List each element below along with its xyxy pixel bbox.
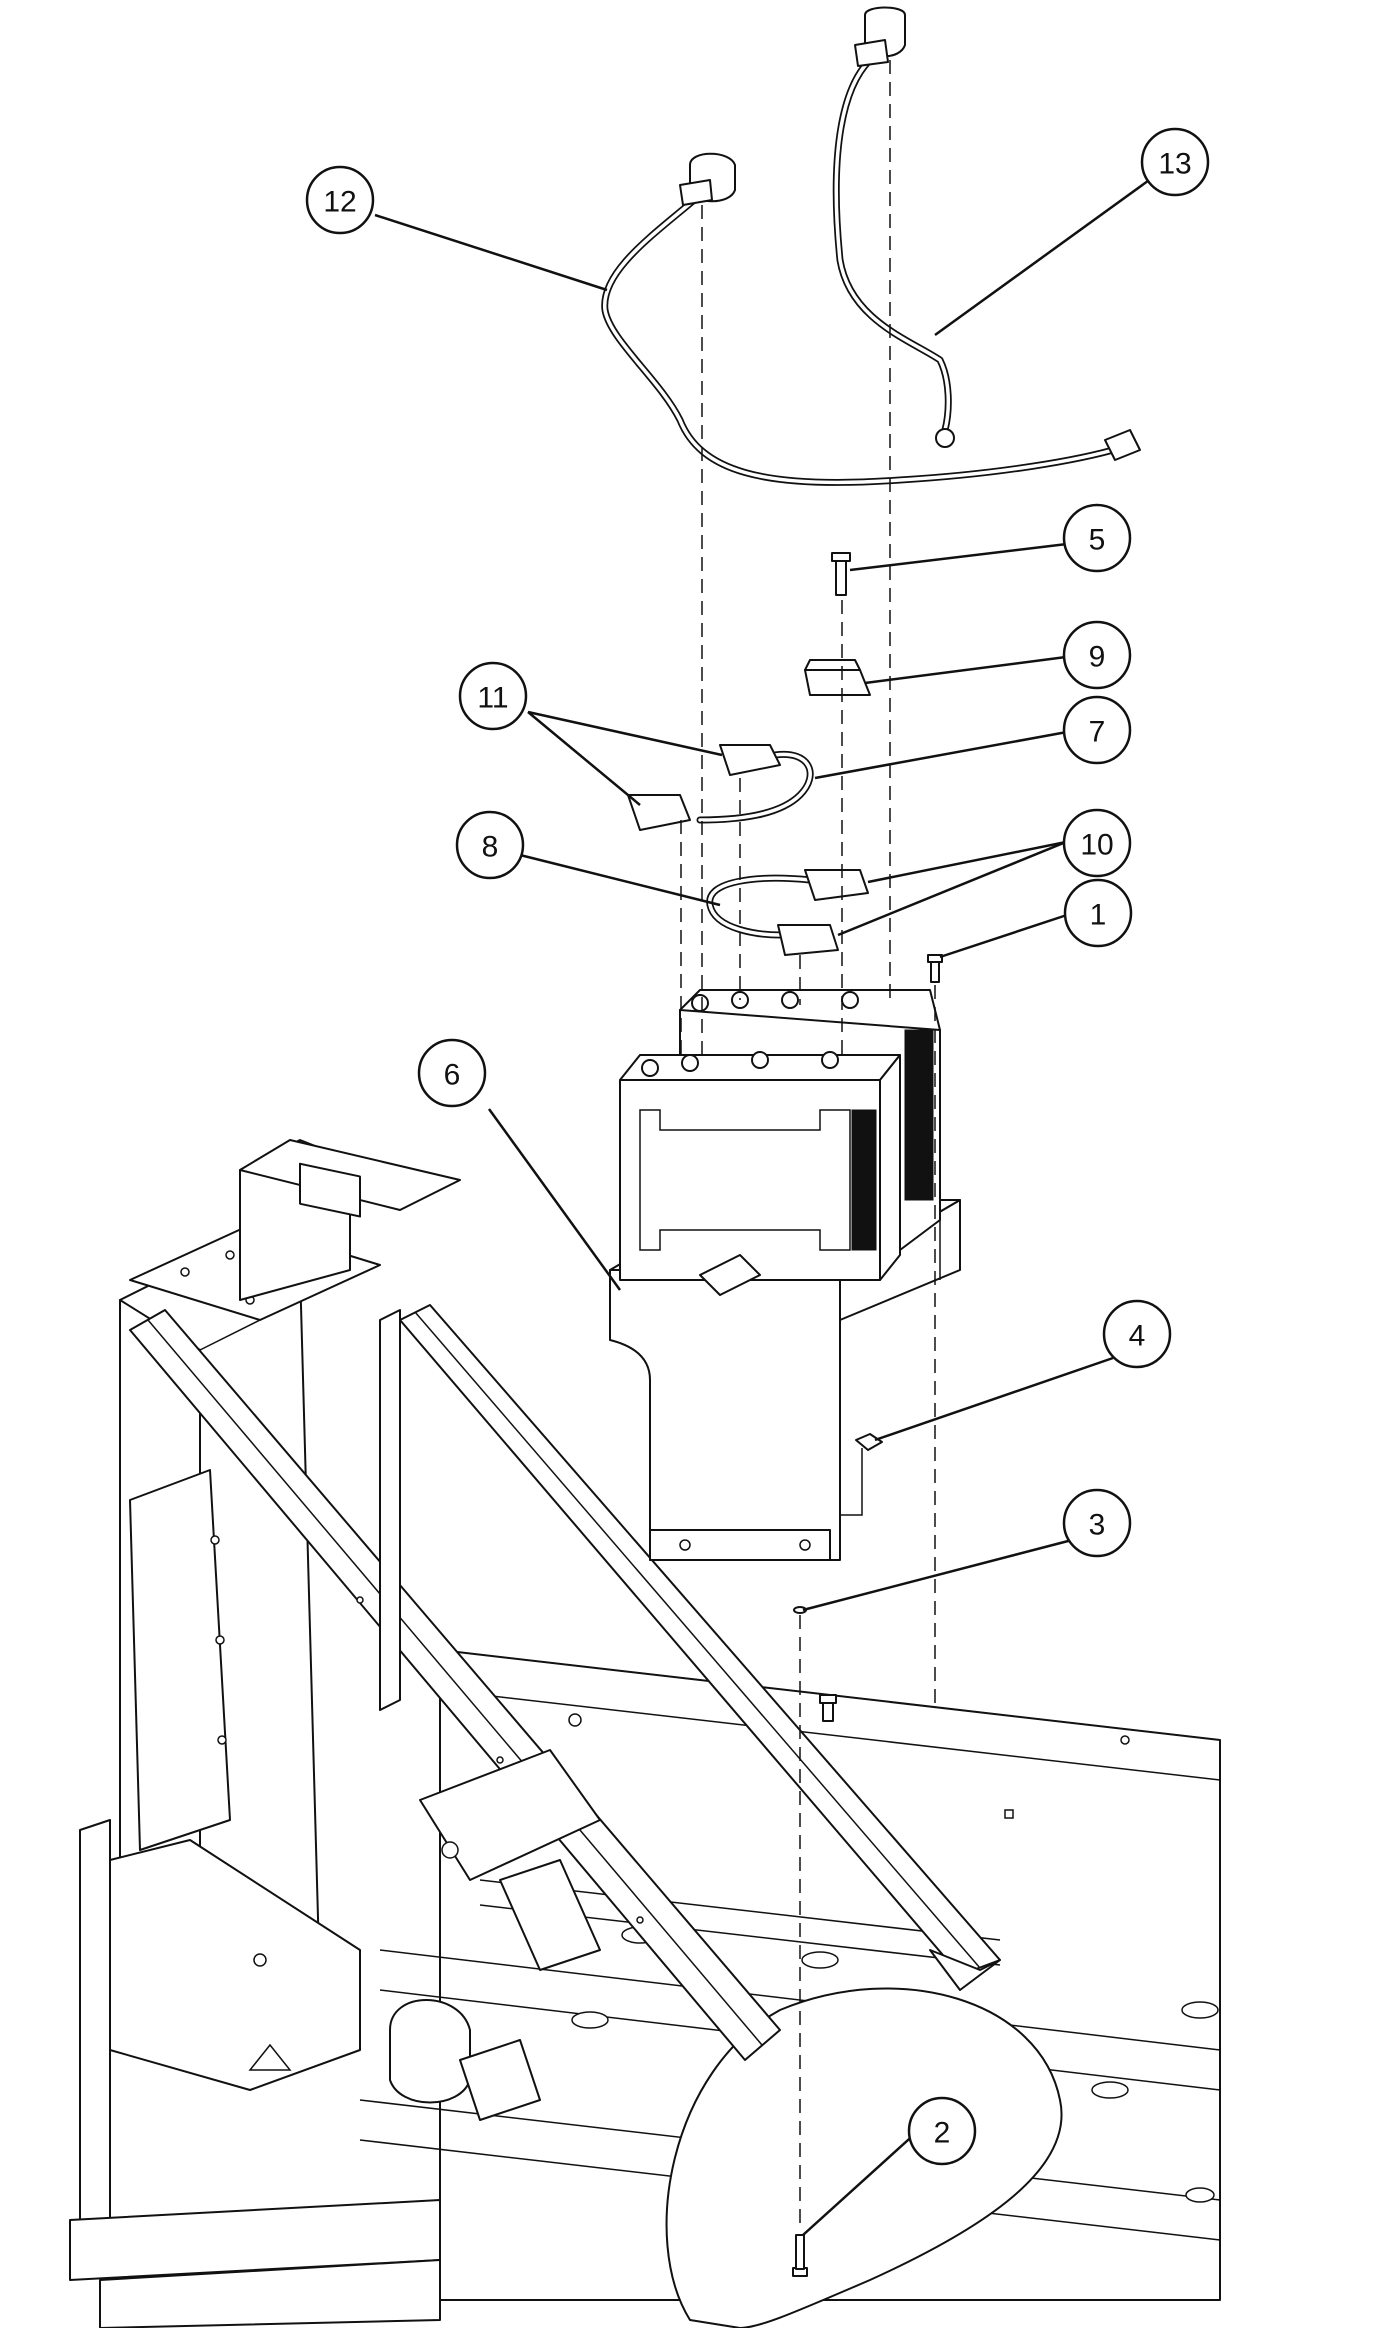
callout-label: 12 xyxy=(323,186,356,219)
jumper-cable-part-7 xyxy=(627,744,814,831)
battery-pair xyxy=(619,989,941,1296)
callout-7: 7 xyxy=(1062,695,1132,765)
leader-lines xyxy=(374,176,1153,2236)
jumper-cable-part-8 xyxy=(706,869,869,956)
callout-5: 5 xyxy=(1062,503,1132,573)
callout-label: 8 xyxy=(482,831,499,864)
callout-1: 1 xyxy=(1063,878,1133,948)
clamp-part-9 xyxy=(804,659,871,696)
callout-13: 13 xyxy=(1140,127,1210,197)
callout-label: 6 xyxy=(444,1059,461,1092)
callout-9: 9 xyxy=(1062,620,1132,690)
callout-label: 7 xyxy=(1089,716,1106,749)
callout-label: 13 xyxy=(1158,148,1191,181)
nut-part-4 xyxy=(855,1433,883,1451)
callout-6: 6 xyxy=(417,1038,487,1108)
bolt-part-5 xyxy=(831,552,851,596)
alignment-lines xyxy=(680,60,936,2230)
callout-8: 8 xyxy=(455,810,525,880)
callout-label: 10 xyxy=(1080,829,1113,862)
cable-part-12 xyxy=(601,152,1141,486)
callout-2: 2 xyxy=(907,2096,977,2166)
callout-4: 4 xyxy=(1102,1299,1172,1369)
callout-label: 1 xyxy=(1090,899,1107,932)
callout-label: 5 xyxy=(1089,524,1106,557)
callout-12: 12 xyxy=(305,165,375,235)
callout-label: 11 xyxy=(477,682,508,715)
callout-3: 3 xyxy=(1062,1488,1132,1558)
cable-part-13 xyxy=(832,6,955,448)
callout-label: 2 xyxy=(934,2117,951,2150)
callout-label: 3 xyxy=(1089,1509,1106,1542)
bolt-top-rail xyxy=(819,1694,837,1722)
callout-label: 4 xyxy=(1129,1320,1146,1353)
callout-label: 9 xyxy=(1089,641,1106,674)
bolt-part-2 xyxy=(792,2234,808,2277)
chassis-frame xyxy=(69,1139,1221,2328)
callout-10: 10 xyxy=(1062,808,1132,878)
screw-part-1 xyxy=(927,954,943,983)
callout-11: 11 xyxy=(458,661,528,731)
